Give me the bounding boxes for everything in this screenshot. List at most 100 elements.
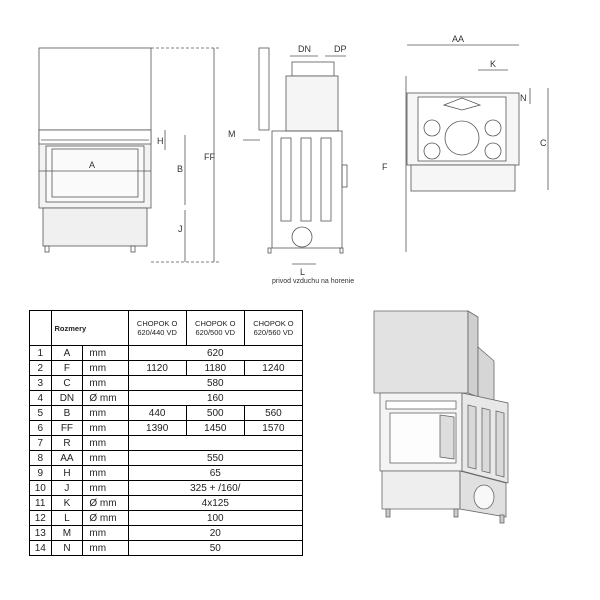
top-label-n: N — [520, 93, 527, 103]
value-cell-merged: 580 — [127, 375, 304, 391]
value-cell: 1390 — [127, 420, 187, 436]
parameter-letter: H — [50, 465, 84, 481]
side-label-dn: DN — [298, 44, 311, 54]
row-number: 12 — [29, 510, 52, 526]
value-cell-merged: 160 — [127, 390, 304, 406]
row-number: 1 — [29, 345, 52, 361]
value-cell: 1120 — [127, 360, 187, 376]
value-cell-merged: 100 — [127, 510, 304, 526]
table-title: Rozmery — [50, 310, 129, 346]
value-cell-merged: 4x125 — [127, 495, 304, 511]
front-label-ff: FF — [204, 152, 215, 162]
parameter-letter: A — [50, 345, 84, 361]
dimensions-table: Rozmery CHOPOK O 620/440 VD CHOPOK O 620… — [29, 310, 304, 556]
row-number: 14 — [29, 540, 52, 556]
value-cell-merged: 65 — [127, 465, 304, 481]
parameter-letter: FF — [50, 420, 84, 436]
row-number: 3 — [29, 375, 52, 391]
parameter-letter: R — [50, 435, 84, 451]
parameter-letter: K — [50, 495, 84, 511]
fireplace-3d-render — [373, 310, 509, 524]
unit-cell: mm — [82, 375, 129, 391]
side-label-f: F — [382, 162, 388, 172]
side-label-l: L — [300, 267, 305, 277]
row-number: 7 — [29, 435, 52, 451]
row-number: 11 — [29, 495, 52, 511]
side-label-m: M — [228, 129, 236, 139]
unit-cell: mm — [82, 405, 129, 421]
parameter-letter: J — [50, 480, 84, 496]
row-number: 6 — [29, 420, 52, 436]
parameter-letter: DN — [50, 390, 84, 406]
unit-cell: mm — [82, 465, 129, 481]
row-number: 2 — [29, 360, 52, 376]
row-number: 9 — [29, 465, 52, 481]
parameter-letter: L — [50, 510, 84, 526]
unit-cell: mm — [82, 345, 129, 361]
row-number: 5 — [29, 405, 52, 421]
technical-drawings: A H B FF J DN DP M F L AA K N C privod v… — [38, 34, 549, 285]
value-cell-merged: 50 — [127, 540, 304, 556]
unit-cell: Ø mm — [82, 495, 129, 511]
unit-cell: mm — [82, 420, 129, 436]
front-label-h: H — [157, 136, 164, 146]
value-cell: 1450 — [185, 420, 245, 436]
parameter-letter: M — [50, 525, 84, 541]
row-number: 13 — [29, 525, 52, 541]
unit-cell: Ø mm — [82, 510, 129, 526]
parameter-letter: AA — [50, 450, 84, 466]
row-number: 8 — [29, 450, 52, 466]
column-header-440: CHOPOK O 620/440 VD — [127, 310, 187, 346]
parameter-letter: C — [50, 375, 84, 391]
front-label-b: B — [177, 164, 183, 174]
row-number: 10 — [29, 480, 52, 496]
column-header-560: CHOPOK O 620/560 VD — [243, 310, 304, 346]
value-cell-merged: 325 + /160/ — [127, 480, 304, 496]
value-cell-merged — [127, 435, 304, 451]
unit-cell: mm — [82, 525, 129, 541]
parameter-letter: F — [50, 360, 84, 376]
value-cell: 500 — [185, 405, 245, 421]
value-cell: 440 — [127, 405, 187, 421]
side-view-drawing — [243, 47, 407, 265]
value-cell: 1570 — [243, 420, 304, 436]
value-cell: 1180 — [185, 360, 245, 376]
header-blank-cell — [29, 310, 52, 346]
front-view-drawing — [38, 47, 220, 263]
unit-cell: mm — [82, 480, 129, 496]
column-header-500: CHOPOK O 620/500 VD — [185, 310, 245, 346]
unit-cell: mm — [82, 360, 129, 376]
top-label-c: C — [540, 138, 547, 148]
value-cell: 560 — [243, 405, 304, 421]
side-label-dp: DP — [334, 44, 347, 54]
value-cell-merged: 550 — [127, 450, 304, 466]
top-label-k: K — [490, 59, 496, 69]
value-cell-merged: 620 — [127, 345, 304, 361]
unit-cell: mm — [82, 540, 129, 556]
front-label-a: A — [89, 160, 95, 170]
parameter-letter: N — [50, 540, 84, 556]
air-intake-caption: privod vzduchu na horenie — [272, 278, 354, 285]
parameter-letter: B — [50, 405, 84, 421]
unit-cell: mm — [82, 435, 129, 451]
value-cell: 1240 — [243, 360, 304, 376]
table-header-row: Rozmery CHOPOK O 620/440 VD CHOPOK O 620… — [29, 310, 304, 346]
unit-cell: mm — [82, 450, 129, 466]
top-view-drawing — [406, 44, 549, 192]
front-label-j: J — [178, 224, 183, 234]
